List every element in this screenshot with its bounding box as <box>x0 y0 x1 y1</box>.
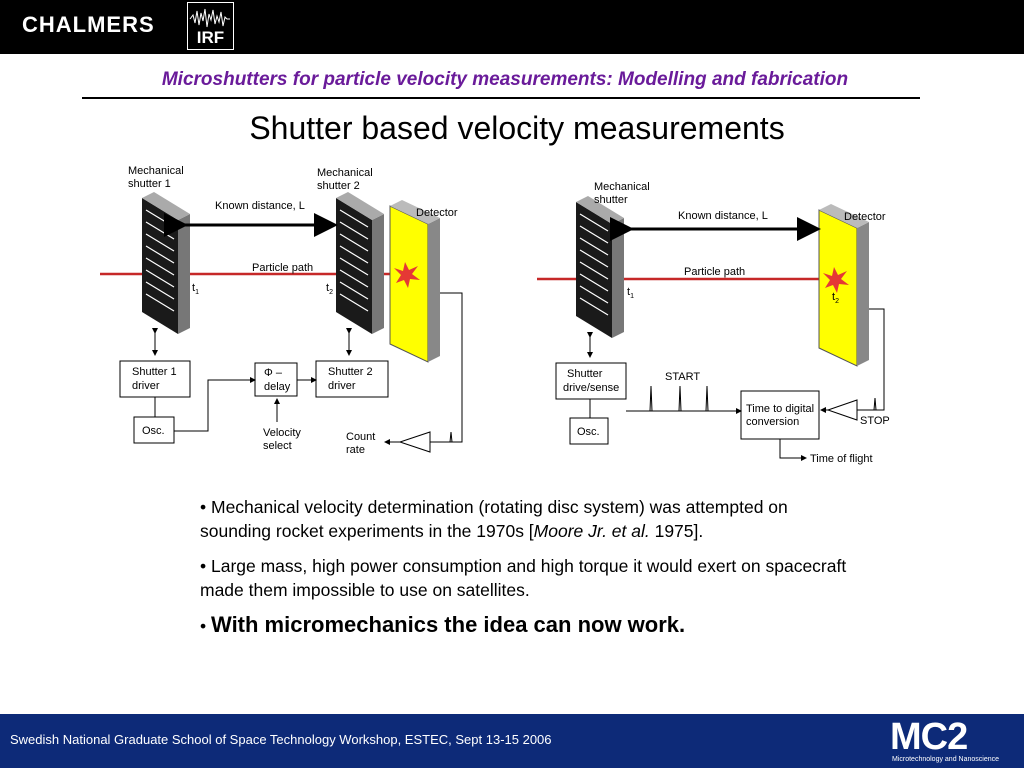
left-diagram: Known distance, L Mechanical shutter 1 M… <box>100 165 463 456</box>
drive-sense-text1: Shutter <box>567 368 603 380</box>
right-diagram: Known distance, L Mechanical shutter Det… <box>537 181 890 465</box>
bullet-3: • With micromechanics the idea can now w… <box>200 613 850 638</box>
bullet-list: • Mechanical velocity determination (rot… <box>200 495 850 649</box>
header-bar: CHALMERS IRF <box>0 0 1024 54</box>
mc2-subtitle: Microtechnology and Nanoscience <box>892 756 1000 763</box>
bullet-1-text: • Mechanical velocity determination (rot… <box>200 497 788 541</box>
irf-text: IRF <box>196 28 225 47</box>
osc-right-text: Osc. <box>577 426 600 438</box>
particle-path-label: Particle path <box>252 262 313 274</box>
shutter1-label-line1: Mechanical <box>128 165 184 177</box>
phi-delay-text1: Φ – <box>264 367 283 379</box>
chalmers-logo: CHALMERS <box>22 12 155 37</box>
detector-label: Detector <box>844 211 886 223</box>
bullet-2: • Large mass, high power consumption and… <box>200 556 847 600</box>
start-label: START <box>665 371 700 383</box>
mc2-text: MC2 <box>890 716 968 758</box>
irf-logo: IRF <box>187 2 234 50</box>
count-rate-text2: rate <box>346 444 365 456</box>
t1-label: t1 <box>192 282 199 296</box>
bullet-1-year: 1975]. <box>649 521 704 541</box>
detector-left <box>389 200 440 363</box>
t1-label: t1 <box>627 286 634 300</box>
detector-right <box>818 204 869 367</box>
footer-text: Swedish National Graduate School of Spac… <box>10 732 552 747</box>
drive-sense-text2: drive/sense <box>563 382 619 394</box>
phi-delay-box <box>254 362 298 397</box>
tdc-box <box>740 390 820 440</box>
driver1-text1: Shutter 1 <box>132 366 177 378</box>
driver1-text2: driver <box>132 380 160 392</box>
stop-label: STOP <box>860 415 890 427</box>
tdc-text2: conversion <box>746 416 799 428</box>
shutter-label-line2: shutter <box>594 194 628 206</box>
bullet-1-citation: Moore Jr. et al. <box>533 521 650 541</box>
bullet-1: • Mechanical velocity determination (rot… <box>200 495 850 543</box>
shutter-2 <box>336 192 384 334</box>
count-rate-text1: Count <box>346 431 375 443</box>
driver2-text1: Shutter 2 <box>328 366 373 378</box>
shutter-right <box>576 196 624 338</box>
presentation-subtitle: Microshutters for particle velocity meas… <box>161 69 849 90</box>
known-distance-label: Known distance, L <box>678 210 768 222</box>
tdc-text1: Time to digital <box>746 403 814 415</box>
velocity-measurement-diagram: Known distance, L Mechanical shutter 1 M… <box>100 165 890 465</box>
osc-box-left <box>133 416 175 444</box>
t2-label: t2 <box>832 291 839 305</box>
known-distance-label: Known distance, L <box>215 200 305 212</box>
footer-bar: Swedish National Graduate School of Spac… <box>0 714 1024 768</box>
detector-label: Detector <box>416 207 458 219</box>
shutter1-driver-box <box>119 360 191 398</box>
shutter-label-line1: Mechanical <box>594 181 650 193</box>
osc-left-text: Osc. <box>142 425 165 437</box>
bullet-3-text: With micromechanics the idea can now wor… <box>211 612 686 637</box>
divider <box>82 97 920 99</box>
shutter-1 <box>142 192 190 334</box>
drive-sense-box <box>555 362 627 400</box>
particle-path-label: Particle path <box>684 266 745 278</box>
velocity-select-text1: Velocity <box>263 427 301 439</box>
impact-star-icon <box>394 262 420 288</box>
t2-label: t2 <box>326 282 333 296</box>
shutter2-label-line2: shutter 2 <box>317 180 360 192</box>
mc2-logo: MC2 Microtechnology and Nanoscience <box>890 716 1014 766</box>
waveform-icon <box>189 8 230 28</box>
shutter1-label-line2: shutter 1 <box>128 178 171 190</box>
impact-star-icon <box>823 267 849 293</box>
phi-delay-text2: delay <box>264 381 291 393</box>
shutter2-label-line1: Mechanical <box>317 167 373 179</box>
osc-box-right <box>569 417 609 445</box>
time-of-flight-label: Time of flight <box>810 453 873 465</box>
velocity-select-text2: select <box>263 440 292 452</box>
slide-title: Shutter based velocity measurements <box>249 110 785 146</box>
bullet-3-dot: • <box>200 616 211 636</box>
driver2-text2: driver <box>328 380 356 392</box>
shutter2-driver-box <box>315 360 389 398</box>
